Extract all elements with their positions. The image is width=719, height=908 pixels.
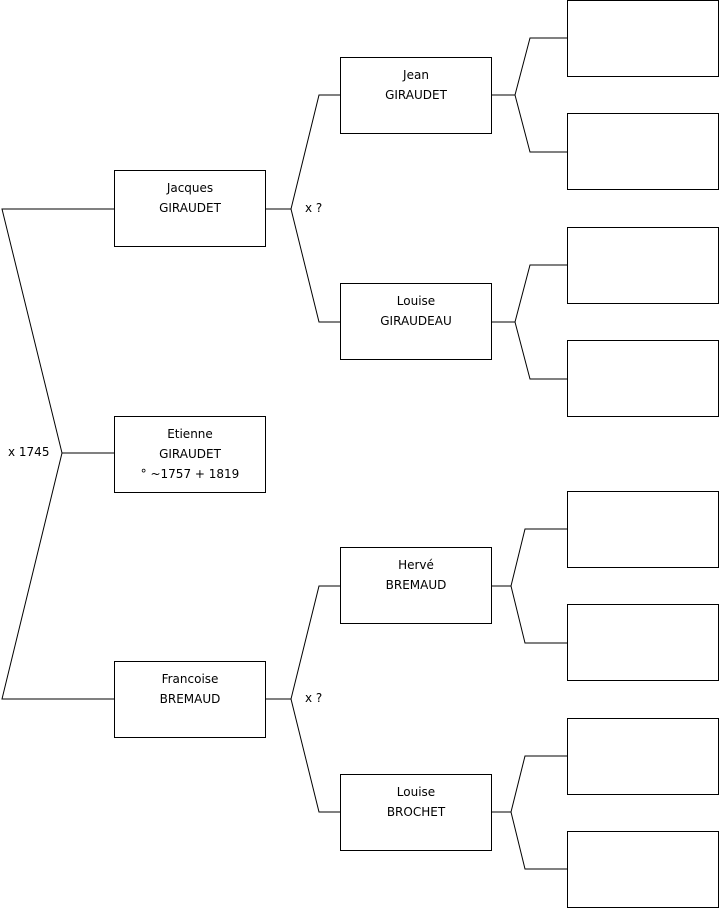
connector-father-pgf bbox=[265, 94, 341, 210]
person-first-name: Francoise bbox=[161, 672, 219, 686]
person-last-name: BREMAUD bbox=[385, 578, 447, 592]
connector-pgf-ggp1 bbox=[491, 37, 568, 96]
person-box-maternal-grandmother[interactable]: Louise BROCHET bbox=[340, 774, 492, 851]
marriage-label-paternal-grandparents: x ? bbox=[305, 201, 323, 215]
person-box-mother[interactable]: Francoise BREMAUD bbox=[114, 661, 266, 738]
person-first-name: Hervé bbox=[398, 558, 434, 572]
person-first-name: Louise bbox=[396, 785, 436, 799]
connector-mgm-ggp8 bbox=[510, 811, 568, 870]
connector-mgf-ggp5 bbox=[491, 528, 568, 587]
person-first-name: Jacques bbox=[166, 181, 214, 195]
connector-mgm-ggp7 bbox=[491, 755, 568, 813]
person-box-great-grandparent-4[interactable] bbox=[567, 340, 719, 417]
person-last-name: BREMAUD bbox=[159, 692, 221, 706]
connector-father-pgm bbox=[290, 208, 341, 323]
marriage-label-parents: x 1745 bbox=[8, 445, 50, 459]
person-last-name: BROCHET bbox=[386, 805, 446, 819]
person-box-great-grandparent-6[interactable] bbox=[567, 604, 719, 681]
connector-mother-mgf bbox=[265, 585, 341, 700]
person-box-great-grandparent-8[interactable] bbox=[567, 831, 719, 908]
person-box-great-grandparent-3[interactable] bbox=[567, 227, 719, 304]
person-first-name: Etienne bbox=[167, 427, 213, 441]
marriage-label-maternal-grandparents: x ? bbox=[305, 691, 323, 705]
person-box-paternal-grandfather[interactable]: Jean GIRAUDET bbox=[340, 57, 492, 134]
connector-pgm-ggp3 bbox=[491, 264, 568, 323]
person-first-name: Louise bbox=[396, 294, 436, 308]
person-last-name: GIRAUDET bbox=[385, 88, 447, 102]
connector-root-mother bbox=[1, 452, 115, 700]
person-dates: ° ~1757 + 1819 bbox=[140, 467, 240, 481]
person-box-great-grandparent-1[interactable] bbox=[567, 0, 719, 77]
connector-pgm-ggp4 bbox=[514, 321, 568, 380]
connector-pgf-ggp2 bbox=[514, 94, 568, 153]
person-last-name: GIRAUDET bbox=[159, 201, 221, 215]
person-first-name: Jean bbox=[403, 68, 429, 82]
connector-mother-mgm bbox=[290, 698, 341, 813]
person-box-great-grandparent-2[interactable] bbox=[567, 113, 719, 190]
person-box-root[interactable]: Etienne GIRAUDET ° ~1757 + 1819 bbox=[114, 416, 266, 493]
person-last-name: GIRAUDET bbox=[159, 447, 221, 461]
person-box-great-grandparent-5[interactable] bbox=[567, 491, 719, 568]
person-box-paternal-grandmother[interactable]: Louise GIRAUDEAU bbox=[340, 283, 492, 360]
connector-mgf-ggp6 bbox=[510, 585, 568, 644]
person-box-maternal-grandfather[interactable]: Hervé BREMAUD bbox=[340, 547, 492, 624]
person-last-name: GIRAUDEAU bbox=[380, 314, 452, 328]
person-box-father[interactable]: Jacques GIRAUDET bbox=[114, 170, 266, 247]
person-box-great-grandparent-7[interactable] bbox=[567, 718, 719, 795]
connector-root-father bbox=[1, 208, 115, 454]
